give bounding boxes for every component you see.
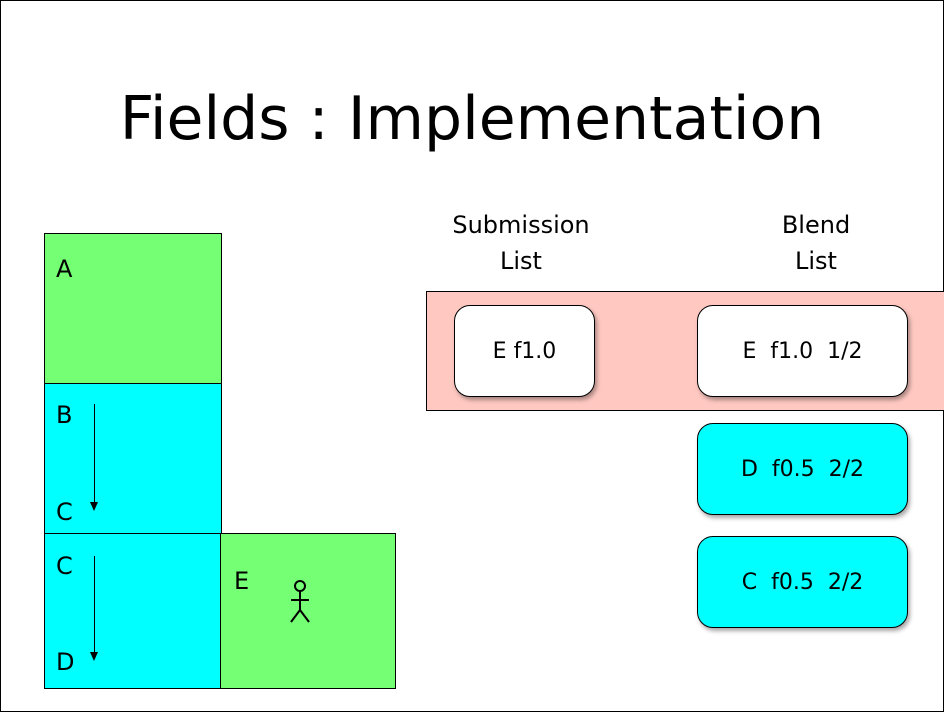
down-arrow-c bbox=[94, 556, 95, 654]
submission-list-header: Submission List bbox=[421, 207, 621, 279]
submission-header-line2: List bbox=[500, 247, 542, 275]
down-arrow-b-head bbox=[90, 502, 98, 511]
blend-header-line2: List bbox=[795, 247, 837, 275]
blend-item: E f1.0 1/2 bbox=[697, 305, 908, 397]
cell-b-bottom-label: C bbox=[56, 498, 73, 526]
cell-c-top-label: C bbox=[56, 552, 73, 580]
submission-item: E f1.0 bbox=[454, 305, 595, 397]
blend-item: D f0.5 2/2 bbox=[697, 423, 908, 515]
submission-header-line1: Submission bbox=[452, 211, 590, 239]
slide-title: Fields : Implementation bbox=[119, 84, 825, 154]
stick-figure-icon bbox=[290, 580, 310, 623]
cell-b: B C bbox=[44, 383, 222, 535]
cell-b-top-label: B bbox=[56, 401, 73, 429]
blend-header-line1: Blend bbox=[781, 211, 851, 239]
cell-c: C D bbox=[44, 533, 222, 689]
cell-c-bottom-label: D bbox=[56, 648, 75, 676]
cell-e-label: E bbox=[234, 567, 250, 595]
blend-list-header: Blend List bbox=[716, 207, 916, 279]
cell-e: E bbox=[220, 533, 396, 689]
down-arrow-b bbox=[94, 404, 95, 504]
cell-a-label: A bbox=[56, 255, 73, 283]
cell-a: A bbox=[44, 233, 222, 385]
blend-item: C f0.5 2/2 bbox=[697, 536, 908, 628]
down-arrow-c-head bbox=[90, 652, 98, 661]
